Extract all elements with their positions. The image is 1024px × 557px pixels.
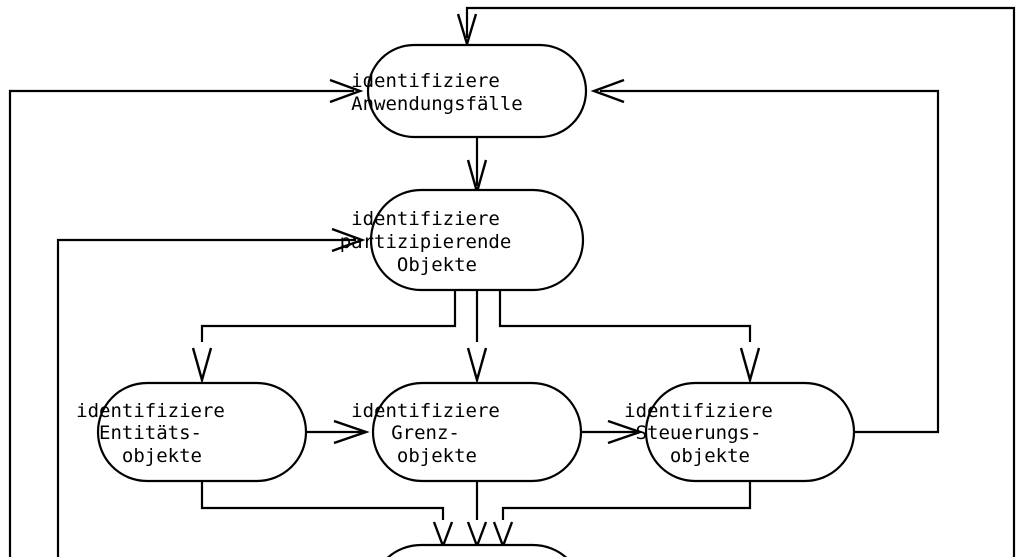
feedback-left-outer-to-usecases	[8, 78, 364, 557]
node-label-control-objects: identifiziere Steuerungs- objekte	[624, 400, 773, 467]
node-identify-entity-objects[interactable]: identifiziere Entitäts- objekte	[0, 0, 328, 483]
node-identify-boundary-objects[interactable]: identifiziere Grenz- objekte	[0, 0, 603, 483]
feedback-control-to-usecases	[590, 78, 940, 434]
edge-entity-to-next	[200, 481, 454, 550]
node-shape-entity-objects	[96, 381, 308, 483]
edge-boundary-to-control	[581, 419, 644, 445]
edge-entity-to-boundary	[306, 419, 370, 445]
node-identify-use-cases[interactable]: identifiziere Anwendungsfälle	[0, 0, 603, 139]
node-shape-participating-objects	[369, 188, 585, 292]
edge-participating-to-entity	[191, 290, 457, 385]
node-shape-boundary-objects	[371, 381, 583, 483]
feedback-left-inner-to-participating	[56, 227, 366, 557]
edge-control-to-next	[492, 481, 752, 550]
edge-participating-to-control	[498, 290, 761, 385]
node-label-participating-objects: identifiziere partizipierende Objekte	[0, 0, 614, 276]
node-shape-use-cases	[366, 43, 588, 139]
node-label-entity-objects: identifiziere Entitäts- objekte	[0, 0, 328, 467]
node-shape-control-objects	[644, 381, 856, 483]
edge-participating-to-boundary	[466, 290, 488, 385]
node-next-step-partial[interactable]	[371, 543, 583, 557]
node-label-boundary-objects: identifiziere Grenz- objekte	[0, 0, 603, 467]
edge-usecases-to-participating	[466, 137, 488, 197]
edge-boundary-to-next	[466, 481, 488, 550]
node-identify-participating-objects[interactable]: identifiziere partizipierende Objekte	[0, 0, 614, 292]
node-identify-control-objects[interactable]: identifiziere Steuerungs- objekte	[0, 0, 876, 483]
node-label-use-cases: identifiziere Anwendungsfälle	[0, 0, 603, 115]
node-shape-next-step-partial	[386, 543, 568, 557]
